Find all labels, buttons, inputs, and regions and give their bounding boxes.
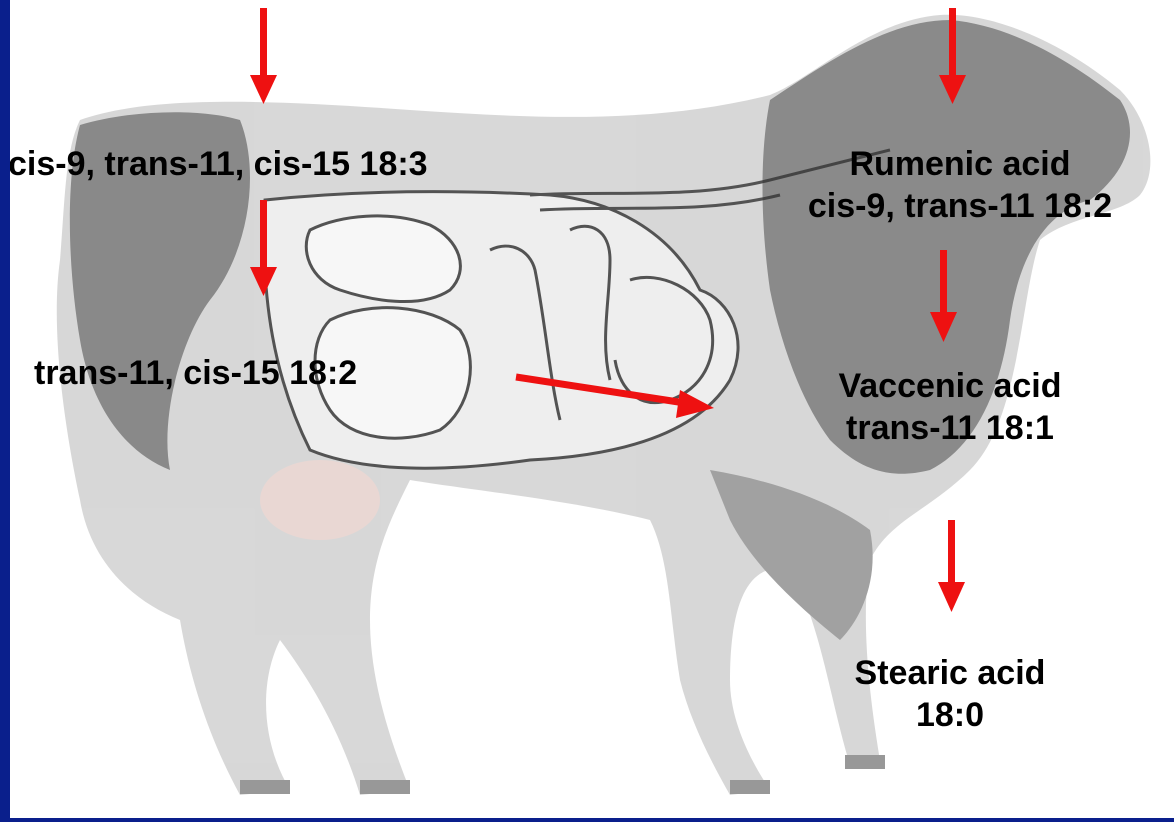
rumenic-acid-formula: cis-9, trans-11 18:2 [750,185,1170,227]
label-vaccenic-acid: Vaccenic acid trans-11 18:1 [760,365,1140,449]
vaccenic-acid-name: Vaccenic acid [760,365,1140,407]
rumenic-acid-name: Rumenic acid [750,143,1170,185]
arrow-top-left [250,8,277,104]
label-cis9-trans11-cis15-183: cis-9, trans-11, cis-15 18:3 [10,143,428,185]
label-trans11-cis15-182: trans-11, cis-15 18:2 [34,352,357,394]
label-stearic-acid: Stearic acid 18:0 [770,652,1130,736]
stearic-acid-name: Stearic acid [770,652,1130,694]
label-rumenic-acid: Rumenic acid cis-9, trans-11 18:2 [750,143,1170,227]
stearic-acid-formula: 18:0 [770,694,1130,736]
slide-canvas: cis-9, trans-11, cis-15 18:3 trans-11, c… [10,0,1174,818]
vaccenic-acid-formula: trans-11 18:1 [760,407,1140,449]
arrow-right-down-2 [938,520,965,612]
